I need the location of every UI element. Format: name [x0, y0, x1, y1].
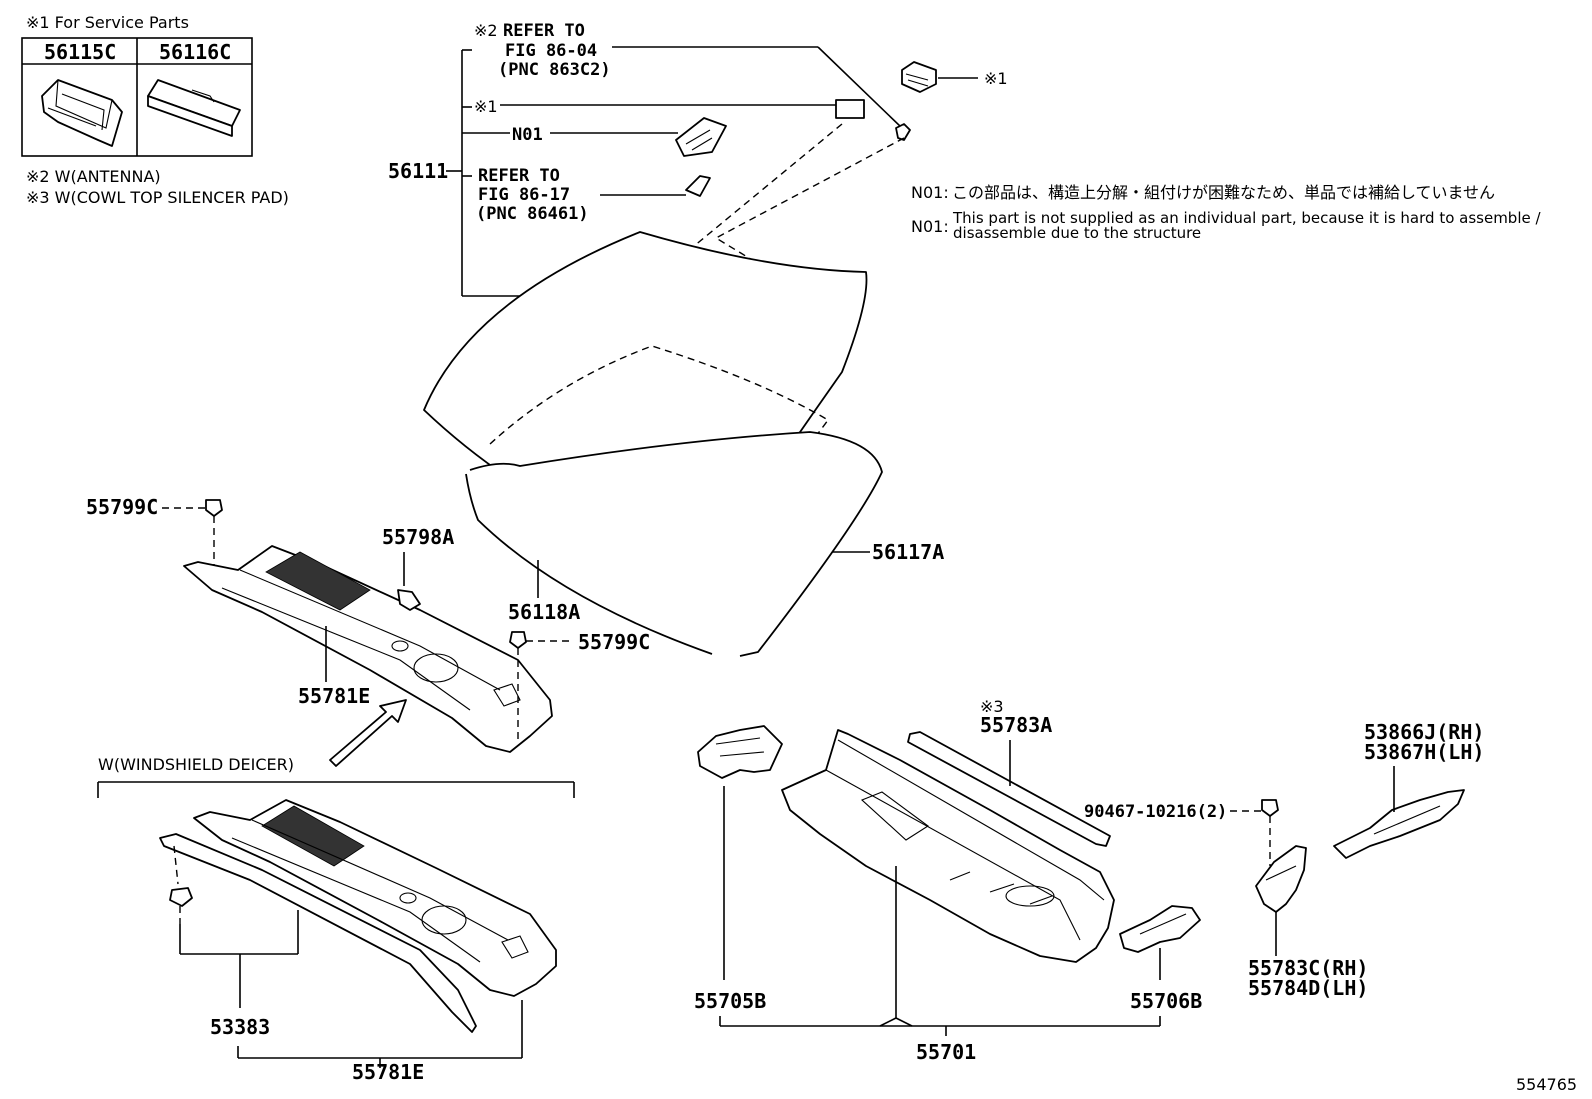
part-53383-label[interactable]: 53383 — [210, 1015, 270, 1039]
part-56116C-drawing — [147, 79, 241, 137]
part-55783A-label[interactable]: 55783A — [980, 713, 1052, 737]
ref-fig-86-04: ※2 REFER TO FIG 86-04 (PNC 863C2) — [474, 21, 903, 129]
mark3-note: ※3 W(COWL TOP SILENCER PAD) — [26, 188, 289, 207]
cowl-louver-upper[interactable] — [183, 545, 553, 753]
part-56117A-label[interactable]: 56117A — [872, 540, 944, 564]
deicer-arrow — [329, 699, 407, 767]
windshield-glass[interactable] — [423, 231, 883, 657]
callout-53383: 53383 — [179, 910, 299, 1039]
ref2-line2[interactable]: FIG 86-17 — [478, 185, 570, 205]
bracket-55783C[interactable] — [1255, 845, 1307, 913]
bracket-55706B[interactable] — [1119, 905, 1201, 953]
clip-icon-55798A — [397, 589, 421, 611]
n01-en-label: N01: — [911, 217, 949, 236]
callout-53866J: 53866J(RH) 53867H(LH) — [1364, 720, 1484, 812]
part-55781E-bottom-label[interactable]: 55781E — [352, 1060, 424, 1084]
part-55799C-top-label[interactable]: 55799C — [86, 495, 158, 519]
ref1-line1: REFER TO — [503, 21, 585, 41]
top-right-clip: ※1 — [895, 61, 1008, 141]
part-55783C-label[interactable]: 55783C(RH) — [1248, 956, 1368, 980]
ref1-line2[interactable]: FIG 86-04 — [505, 41, 597, 61]
ref2-line1: REFER TO — [478, 166, 560, 186]
mark1-right: ※1 — [984, 69, 1008, 88]
bracket-53866J[interactable] — [1333, 789, 1465, 859]
silencer-pad-55783A[interactable] — [907, 731, 1111, 847]
callout-56118A: 56118A — [508, 560, 580, 624]
bracket-55705B[interactable] — [697, 725, 783, 779]
part-55798A-label[interactable]: 55798A — [382, 525, 454, 549]
part-55781E-top-label[interactable]: 55781E — [298, 684, 370, 708]
callout-55781E-top: 55781E — [298, 626, 370, 708]
antenna-connector[interactable] — [895, 123, 911, 141]
clip-icon-top — [205, 499, 223, 517]
part-55701-label[interactable]: 55701 — [916, 1040, 976, 1064]
n01-label[interactable]: N01 — [512, 125, 543, 145]
part-55705B-label[interactable]: 55705B — [694, 989, 766, 1013]
part-55784D-label[interactable]: 55784D(LH) — [1248, 976, 1368, 1000]
part-90467-label[interactable]: 90467-10216(2) — [1084, 802, 1227, 822]
n01-jp-label: N01: — [911, 183, 949, 202]
cowl-louver-lower[interactable] — [159, 799, 557, 1033]
deicer-clip — [169, 845, 193, 924]
clip-icon-mid — [509, 631, 527, 649]
n01-en-line1: This part is not supplied as an individu… — [952, 209, 1541, 227]
part-56116C-label[interactable]: 56116C — [159, 40, 231, 64]
callout-55783A: ※3 55783A — [980, 697, 1052, 786]
n01-en-line2: disassemble due to the structure — [953, 224, 1201, 242]
deicer-bracket: W(WINDSHIELD DEICER) — [97, 755, 575, 798]
callout-55781E-bottom: 55781E — [237, 1000, 523, 1084]
mark2-note: ※2 W(ANTENNA) — [26, 167, 161, 186]
silencer-pad-part[interactable] — [835, 99, 865, 119]
ref-fig-86-17: REFER TO FIG 86-17 (PNC 86461) — [476, 166, 711, 224]
n01-callout: N01 — [512, 117, 727, 157]
cowl-top-panel[interactable] — [781, 729, 1115, 963]
callout-56117A: 56117A — [832, 540, 944, 564]
n01-note: N01: この部品は、構造上分解・組付けが困難なため、単品では補給していません … — [911, 183, 1541, 242]
clip-icon-90467 — [1261, 799, 1279, 817]
service-parts-note: ※1 For Service Parts — [26, 13, 189, 32]
clip-55799C-mid: 55799C — [509, 630, 650, 740]
n01-jp-text: この部品は、構造上分解・組付けが困難なため、単品では補給していません — [952, 183, 1495, 202]
deicer-clip-icon — [169, 887, 193, 907]
part-56111-label[interactable]: 56111 — [388, 159, 448, 183]
deicer-label: W(WINDSHIELD DEICER) — [98, 755, 294, 774]
part-53866J-label[interactable]: 53866J(RH) — [1364, 720, 1484, 744]
clip-55798A: 55798A — [382, 525, 454, 611]
callout-56111: 56111 — [388, 49, 545, 297]
clip-55799C-top: 55799C — [86, 495, 223, 566]
part-56115C-label[interactable]: 56115C — [44, 40, 116, 64]
part-55706B-label[interactable]: 55706B — [1130, 989, 1202, 1013]
mark1-callout: ※1 — [474, 97, 865, 119]
service-parts-box: ※1 For Service Parts 56115C 56116C ※2 W(… — [21, 13, 289, 207]
ref2-part[interactable] — [685, 175, 711, 197]
clip-90467: 90467-10216(2) — [1084, 799, 1279, 866]
ref1-mark: ※2 — [474, 21, 498, 40]
mark3-small: ※3 — [980, 697, 1004, 716]
figure-number: 554765 — [1516, 1075, 1577, 1094]
n01-part[interactable] — [675, 117, 727, 157]
part-56118A-label[interactable]: 56118A — [508, 600, 580, 624]
ref1-line3: (PNC 863C2) — [498, 60, 611, 80]
part-55799C-mid-label[interactable]: 55799C — [578, 630, 650, 654]
mark1-left: ※1 — [474, 97, 498, 116]
callout-55783C: 55783C(RH) 55784D(LH) — [1248, 912, 1368, 1000]
part-56115C-drawing — [41, 79, 123, 147]
callout-55701: 55705B 55706B 55701 — [694, 786, 1202, 1064]
ref2-line3: (PNC 86461) — [476, 204, 589, 224]
part-53867H-label[interactable]: 53867H(LH) — [1364, 740, 1484, 764]
